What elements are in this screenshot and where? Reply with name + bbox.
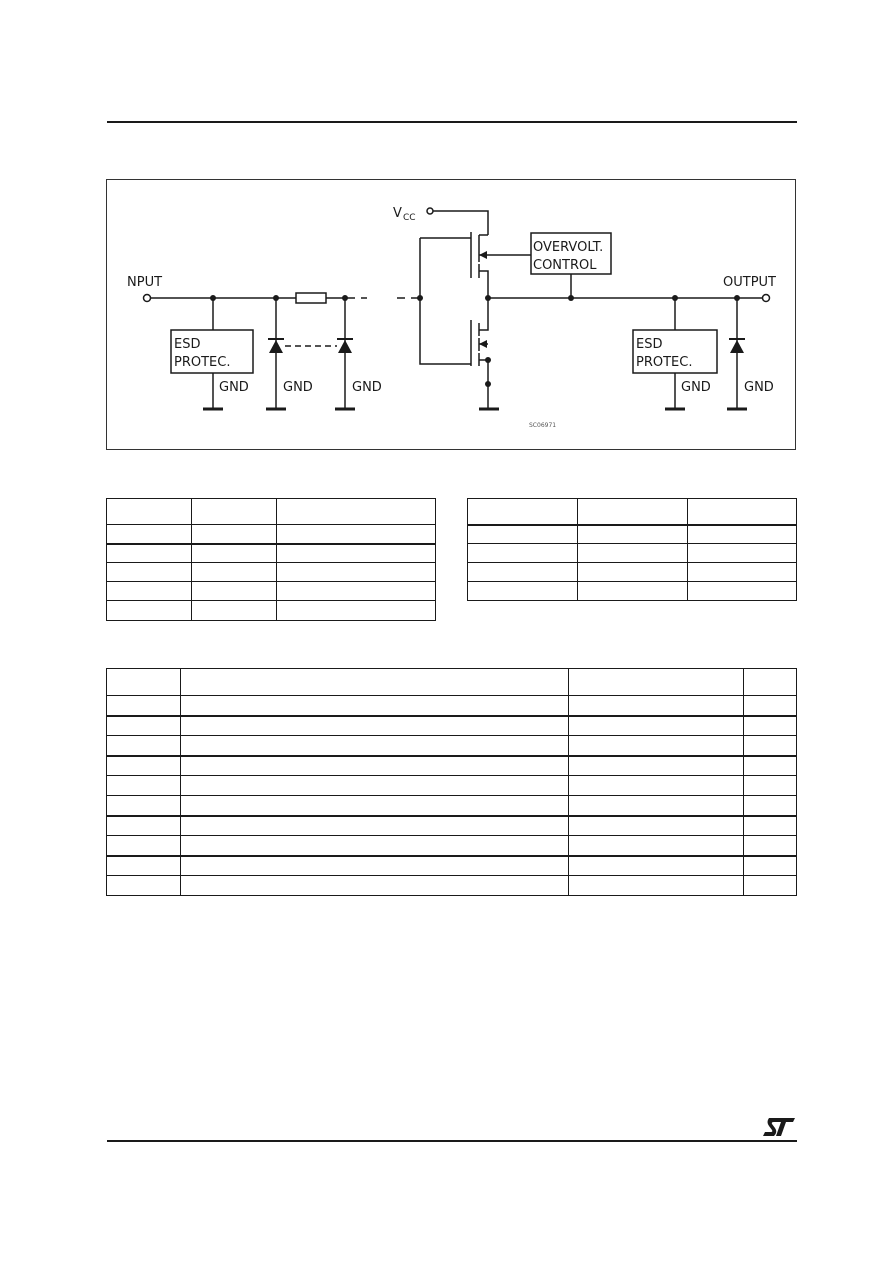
gnd-label-diode-2: GND — [352, 380, 382, 395]
table-row — [467, 581, 797, 601]
input-label: NPUT — [127, 275, 162, 290]
table-row — [106, 754, 797, 776]
vcc-label: V — [393, 206, 402, 221]
diodes-and-junctions — [210, 251, 745, 387]
overvolt-label-line2: CONTROL — [533, 258, 597, 273]
table-row — [106, 735, 797, 756]
esd-right-line1: ESD — [636, 337, 662, 352]
table-row — [106, 668, 797, 696]
gnd-label-esd-right: GND — [681, 380, 711, 395]
circuit-svg: V CC NPUT OUTPUT OVERVOLT. CONTROL ESD P… — [127, 206, 776, 429]
esd-left-line1: ESD — [174, 337, 200, 352]
table-row — [106, 835, 797, 856]
table-row — [106, 542, 436, 563]
table-row — [106, 714, 797, 736]
table-row — [106, 814, 797, 836]
table-row — [106, 600, 436, 621]
table-row — [106, 775, 797, 796]
table-row — [467, 543, 797, 563]
esd-right-line2: PROTEC. — [636, 355, 692, 370]
right-small-table — [467, 498, 797, 601]
output-label: OUTPUT — [723, 275, 776, 290]
table-row — [106, 875, 797, 896]
table-row — [467, 498, 797, 525]
table-row — [106, 581, 436, 601]
table-row — [106, 524, 436, 544]
gnd-label-diode-right: GND — [744, 380, 774, 395]
table-row — [467, 523, 797, 544]
gnd-label-esd-left: GND — [219, 380, 249, 395]
table-row — [106, 795, 797, 816]
header-rule — [107, 121, 797, 123]
esd-left-line2: PROTEC. — [174, 355, 230, 370]
left-small-table — [106, 498, 436, 621]
figure-code: SC06971 — [529, 422, 556, 429]
vcc-subscript: CC — [403, 213, 416, 223]
circuit-diagram: V CC NPUT OUTPUT OVERVOLT. CONTROL ESD P… — [106, 179, 796, 450]
table-row — [106, 854, 797, 876]
table-row — [467, 562, 797, 582]
st-logo-icon — [763, 1118, 795, 1136]
table-row — [106, 498, 436, 525]
gnd-label-diode-1: GND — [283, 380, 313, 395]
ratings-table — [106, 668, 797, 896]
wires — [142, 207, 771, 411]
overvolt-label-line1: OVERVOLT. — [533, 240, 603, 255]
footer-rule — [107, 1140, 797, 1142]
table-row — [106, 562, 436, 582]
table-row — [106, 695, 797, 716]
